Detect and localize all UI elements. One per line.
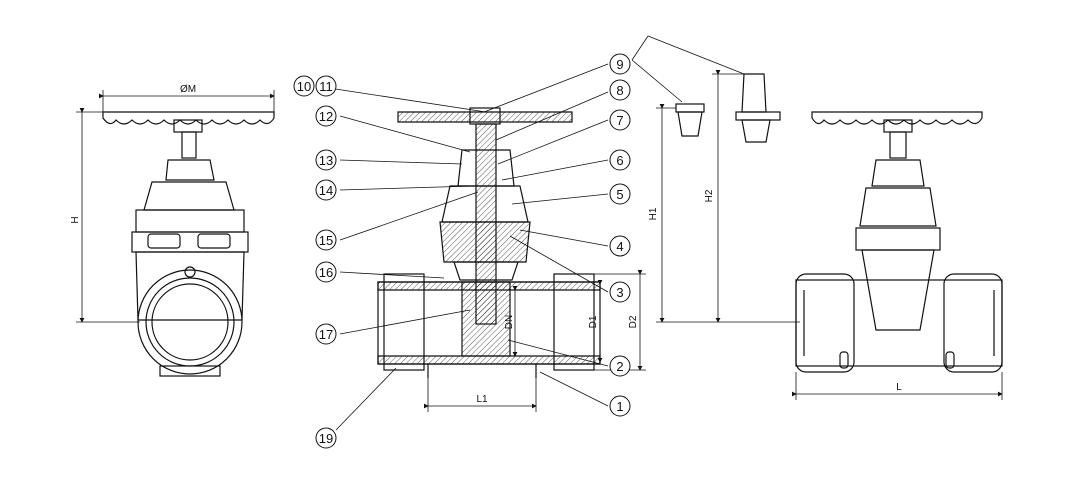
- svg-text:16: 16: [319, 265, 333, 280]
- side-view: L: [792, 111, 1003, 400]
- svg-text:7: 7: [616, 113, 623, 128]
- callout-9: 9: [609, 53, 631, 75]
- callout-19: 19: [315, 427, 337, 449]
- callout-4: 4: [609, 235, 631, 257]
- dim-height: H: [70, 108, 140, 323]
- dim-handwheel-dia: ØM: [99, 84, 275, 112]
- callout-15: 15: [315, 229, 337, 251]
- callout-13: 13: [315, 149, 337, 171]
- svg-text:2: 2: [616, 359, 623, 374]
- dim-label-h2: H2: [704, 189, 715, 202]
- dim-label-dn: DN: [504, 315, 515, 329]
- svg-text:10: 10: [297, 79, 311, 94]
- callout-16: 16: [315, 261, 337, 283]
- svg-text:13: 13: [319, 153, 333, 168]
- dim-dn: DN: [504, 286, 518, 357]
- callout-7: 7: [609, 109, 631, 131]
- svg-text:11: 11: [319, 79, 333, 94]
- dim-label-om: ØM: [180, 84, 196, 95]
- callout-2: 2: [609, 355, 631, 377]
- dim-l1: L1: [424, 378, 537, 412]
- callout-10: 10: [293, 75, 315, 97]
- callout-14: 14: [315, 179, 337, 201]
- callout-8: 8: [609, 79, 631, 101]
- dim-h2: H2: [704, 70, 744, 323]
- dim-label-h1: H1: [648, 207, 659, 220]
- callouts: 10 11 12 13 14 15 16 17 19 9 8 7 6 5 4 3…: [293, 35, 745, 449]
- svg-text:9: 9: [616, 57, 623, 72]
- svg-text:3: 3: [616, 285, 623, 300]
- end-view: ØM H: [70, 84, 275, 377]
- dim-label-l: L: [896, 382, 902, 393]
- dim-label-d1: D1: [588, 315, 599, 328]
- svg-text:4: 4: [616, 239, 623, 254]
- end-view-handwheel: [102, 111, 275, 133]
- section-view: DN D1 D2 L1: [377, 107, 646, 412]
- dim-d1: D1: [588, 280, 603, 363]
- dim-h1: H1: [648, 104, 676, 323]
- dim-l: L: [792, 372, 1003, 400]
- callout-12: 12: [315, 105, 337, 127]
- svg-text:14: 14: [319, 183, 333, 198]
- callout-17: 17: [315, 323, 337, 345]
- svg-text:8: 8: [616, 83, 623, 98]
- svg-text:12: 12: [319, 109, 333, 124]
- dim-label-l1: L1: [476, 394, 488, 405]
- dim-label-d2: D2: [628, 315, 639, 328]
- callout-6: 6: [609, 149, 631, 171]
- callout-1: 1: [609, 395, 631, 417]
- dim-label-h: H: [70, 216, 81, 223]
- cap-detail: H1 H2: [648, 70, 800, 323]
- callout-3: 3: [609, 281, 631, 303]
- svg-text:17: 17: [319, 327, 333, 342]
- svg-text:5: 5: [616, 187, 623, 202]
- callout-11: 11: [315, 75, 337, 97]
- svg-text:19: 19: [319, 431, 333, 446]
- callout-5: 5: [609, 183, 631, 205]
- svg-text:15: 15: [319, 233, 333, 248]
- svg-text:1: 1: [616, 399, 623, 414]
- svg-text:6: 6: [616, 153, 623, 168]
